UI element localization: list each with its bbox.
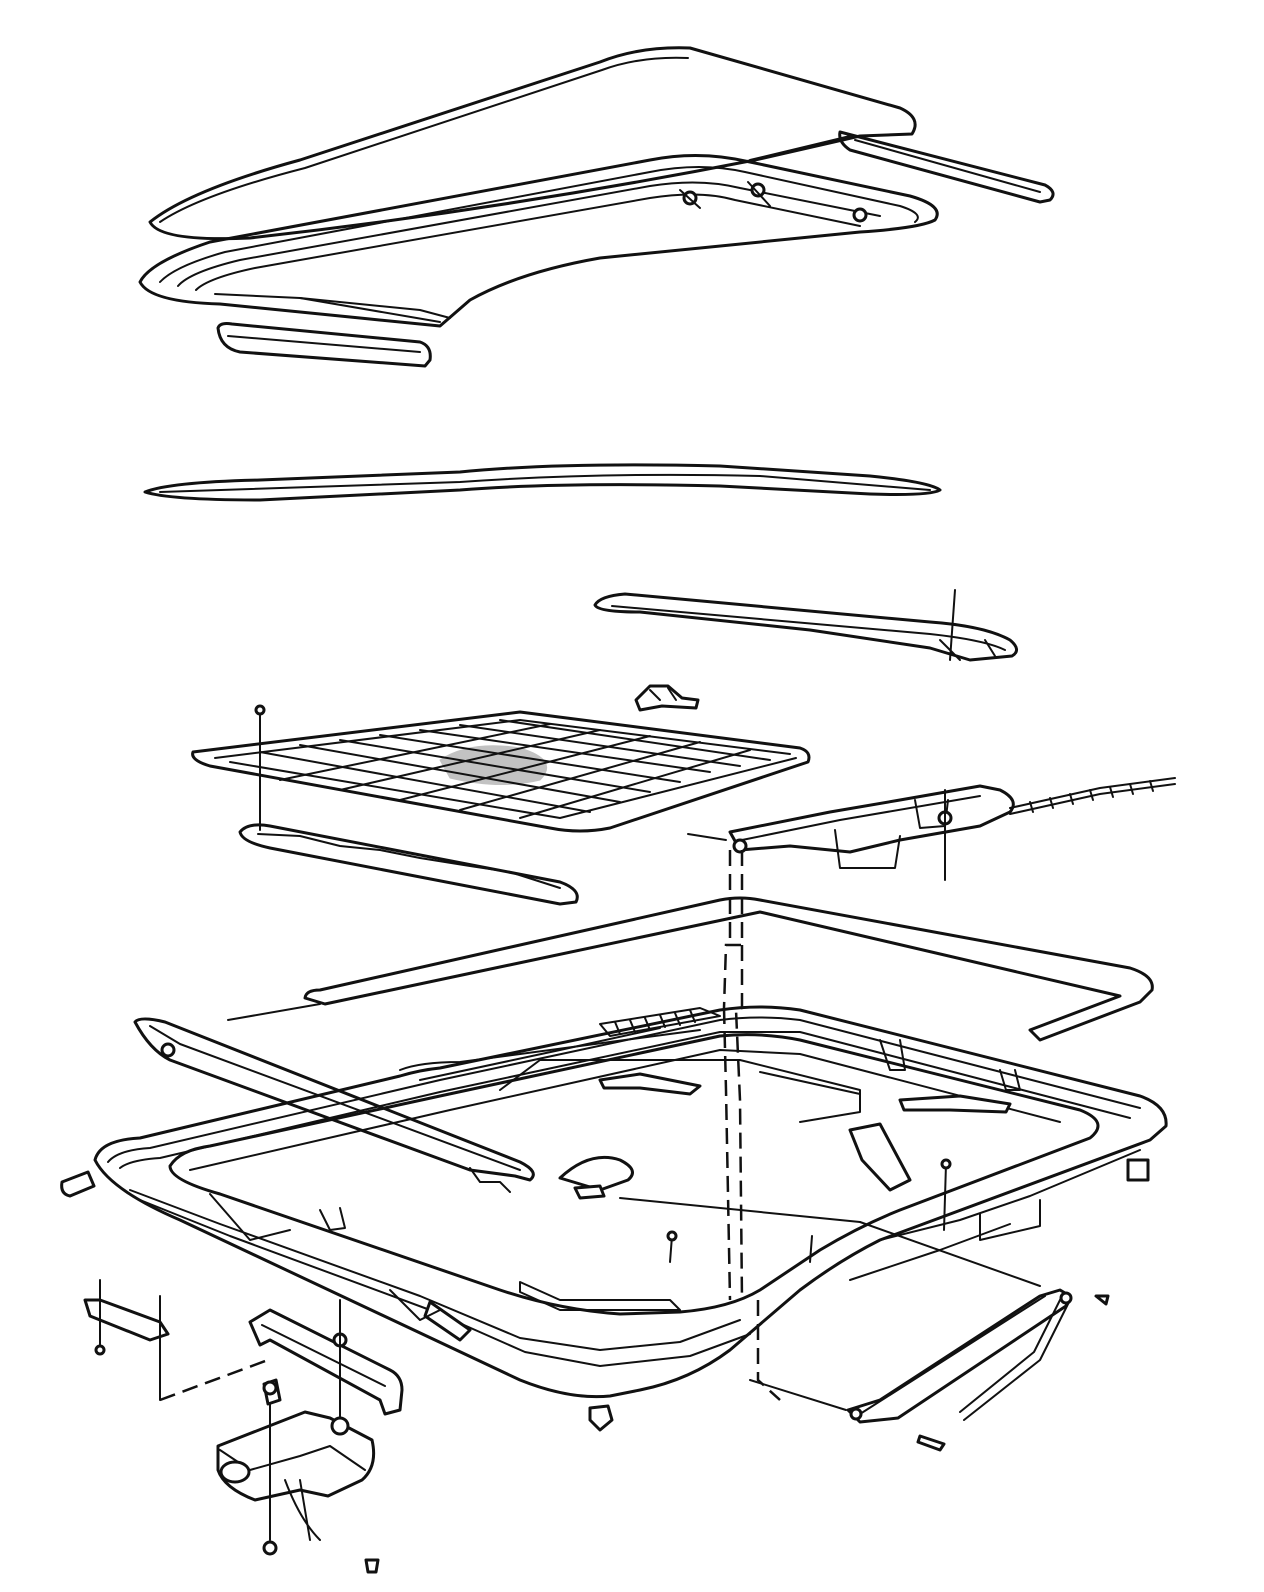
cable-drive-icon	[687, 777, 1176, 881]
glass-frame-icon	[138, 153, 939, 328]
housing-frame-icon	[93, 896, 1168, 1399]
deflector-strip-icon	[216, 322, 432, 368]
bracket-icon	[248, 1299, 404, 1431]
small-bracket-icon	[83, 1279, 170, 1401]
assembly-leader-lines	[159, 135, 1041, 1411]
trim-strip-icon	[238, 823, 579, 906]
drain-fitting-icon	[60, 1170, 614, 1432]
wind-deflector-icon	[133, 1017, 634, 1200]
sunshade-grid-icon	[191, 704, 811, 833]
sunroof-glass-panel-icon	[148, 46, 917, 241]
weatherstrip-seal-icon	[143, 463, 942, 502]
link-arm-icon	[846, 1288, 1073, 1424]
clip-icon	[634, 684, 700, 712]
guide-rail-icon	[593, 589, 1018, 662]
seal-strip-icon	[838, 130, 1055, 204]
motor-icon	[216, 1378, 376, 1556]
screw-icon	[262, 1294, 1110, 1574]
